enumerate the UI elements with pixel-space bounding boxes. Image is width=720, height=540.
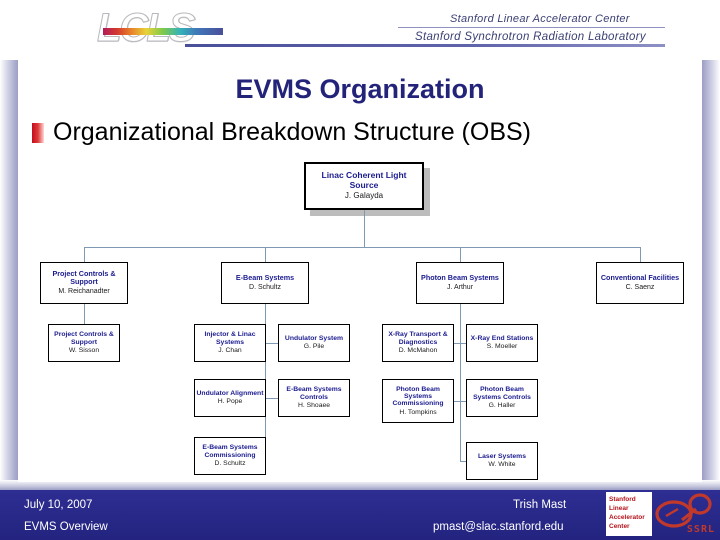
org-node-title: X-Ray End Stations [470,335,534,343]
org-node-e-beam-systems-controls[interactable]: E-Beam Systems Controls H. Shoaee [278,379,350,417]
org-chart: Linac Coherent Light Source J. Galayda P… [18,157,702,487]
ssrl-ring-graphic [655,493,712,528]
org-node-name: S. Moeller [486,343,518,351]
connector-pcs-child [84,304,85,343]
connector-level2-bus [84,247,640,248]
slide-footer: July 10, 2007 EVMS Overview Trish Mast p… [0,490,720,540]
connector-to-ebs [265,247,266,262]
ssrl-label: SSRL [686,524,715,535]
org-node-title: Project Controls & Support [52,269,116,287]
header-org-line-2: Stanford Synchrotron Radiation Laborator… [415,31,646,43]
org-node-title: Photon Beam Systems [421,273,499,283]
org-node-e-beam-systems-commissioning[interactable]: E-Beam Systems Commissioning D. Schultz [194,437,266,475]
org-node-name: H. Tompkins [399,408,437,416]
org-node-conventional-facilities[interactable]: Conventional Facilities C. Saenz [596,262,684,304]
bullet-label: Organizational Breakdown Structure (OBS) [53,118,531,146]
org-node-project-controls-support-sub[interactable]: Project Controls & Support W. Sisson [48,324,120,362]
org-node-undulator-alignment[interactable]: Undulator Alignment H. Pope [194,379,266,417]
org-node-xray-transport-diagnostics[interactable]: X-Ray Transport & Diagnostics D. McMahon [382,324,454,362]
org-node-photon-beam-systems-controls[interactable]: Photon Beam Systems Controls G. Haller [466,379,538,417]
slide-bottom-border [0,480,720,490]
org-node-name: G. Haller [488,402,516,410]
org-node-name: J. Chan [218,347,242,355]
connector-pbs-laser [460,461,467,462]
org-node-title: Injector & Linac Systems [204,331,256,346]
org-node-laser-systems[interactable]: Laser Systems W. White [466,442,538,480]
org-node-photon-beam-systems-commissioning[interactable]: Photon Beam Systems Commissioning H. Tom… [382,379,454,423]
header-org-line-1: Stanford Linear Accelerator Center [450,13,630,25]
org-node-name: J. Galayda [344,190,384,200]
org-node-name: C. Saenz [625,283,655,291]
slac-badge-line-2: Linear [609,505,629,512]
org-node-title: E-Beam Systems [235,273,295,283]
org-node-undulator-system[interactable]: Undulator System G. Pile [278,324,350,362]
connector-ebs-ebsc [265,398,278,399]
org-node-project-controls-support[interactable]: Project Controls & Support M. Reichanadt… [40,262,128,304]
org-node-root[interactable]: Linac Coherent Light Source J. Galayda [304,162,424,210]
org-node-injector-linac-systems[interactable]: Injector & Linac Systems J. Chan [194,324,266,362]
slide-content: EVMS Organization Organizational Breakdo… [18,62,702,482]
org-node-title: Undulator System [284,335,344,343]
connector-pbs-spine [460,304,461,462]
connector-pbs-pbsc [460,401,467,402]
slide-right-border [702,60,720,490]
rainbow-beam-icon [103,28,223,35]
footer-author: Trish Mast [513,499,567,511]
org-node-title: Project Controls & Support [54,331,114,346]
connector-to-pbs [460,247,461,262]
org-node-title: Laser Systems [478,453,526,461]
org-node-title: Photon Beam Systems Controls [473,386,531,401]
org-node-name: D. Schultz [249,283,281,291]
footer-email[interactable]: pmast@slac.stanford.edu [433,521,564,533]
connector-to-pcs [84,247,85,262]
org-node-name: W. Sisson [68,347,100,355]
org-node-title: E-Beam Systems Controls [286,386,342,401]
connector-ebs-und [265,343,278,344]
org-node-name: W. White [488,461,516,469]
org-node-title: Linac Coherent Light Source [321,170,407,190]
org-node-title: Photon Beam Systems Commissioning [392,385,444,408]
header-rule [185,44,665,47]
org-node-name: M. Reichanadter [58,287,110,295]
bullet-marker-icon [32,122,44,143]
slac-badge-line-1: Stanford [609,496,636,503]
footer-date: July 10, 2007 [24,499,93,511]
org-node-xray-end-stations[interactable]: X-Ray End Stations S. Moeller [466,324,538,362]
connector-to-cf [640,247,641,262]
org-node-e-beam-systems[interactable]: E-Beam Systems D. Schultz [221,262,309,304]
slide-left-border [0,60,18,490]
connector-pbs-xes [460,343,467,344]
org-node-photon-beam-systems[interactable]: Photon Beam Systems J. Arthur [416,262,504,304]
org-node-title: Undulator Alignment [196,390,264,398]
org-node-name: G. Pile [303,343,325,351]
slac-logo-icon: Stanford Linear Accelerator Center [606,492,652,536]
slac-badge-line-4: Center [609,523,630,530]
header-thin-rule [398,27,665,28]
slide-header: LCLS Stanford Linear Accelerator Center … [0,0,720,60]
org-node-name: D. McMahon [398,347,438,355]
bullet-row: Organizational Breakdown Structure (OBS) [32,118,702,147]
org-node-name: D. Schultz [214,460,246,468]
org-node-name: J. Arthur [446,283,474,291]
org-node-name: H. Shoaee [297,402,331,410]
org-node-title: E-Beam Systems Commissioning [202,444,258,459]
footer-subject: EVMS Overview [24,521,108,533]
org-node-title: Conventional Facilities [600,273,680,283]
connector-root-down [364,210,365,247]
ssrl-logo-icon: SSRL [652,492,718,536]
org-node-title: X-Ray Transport & Diagnostics [388,331,448,346]
slac-badge-line-3: Accelerator [609,514,645,521]
org-node-name: H. Pope [217,398,243,406]
page-title: EVMS Organization [235,74,485,104]
